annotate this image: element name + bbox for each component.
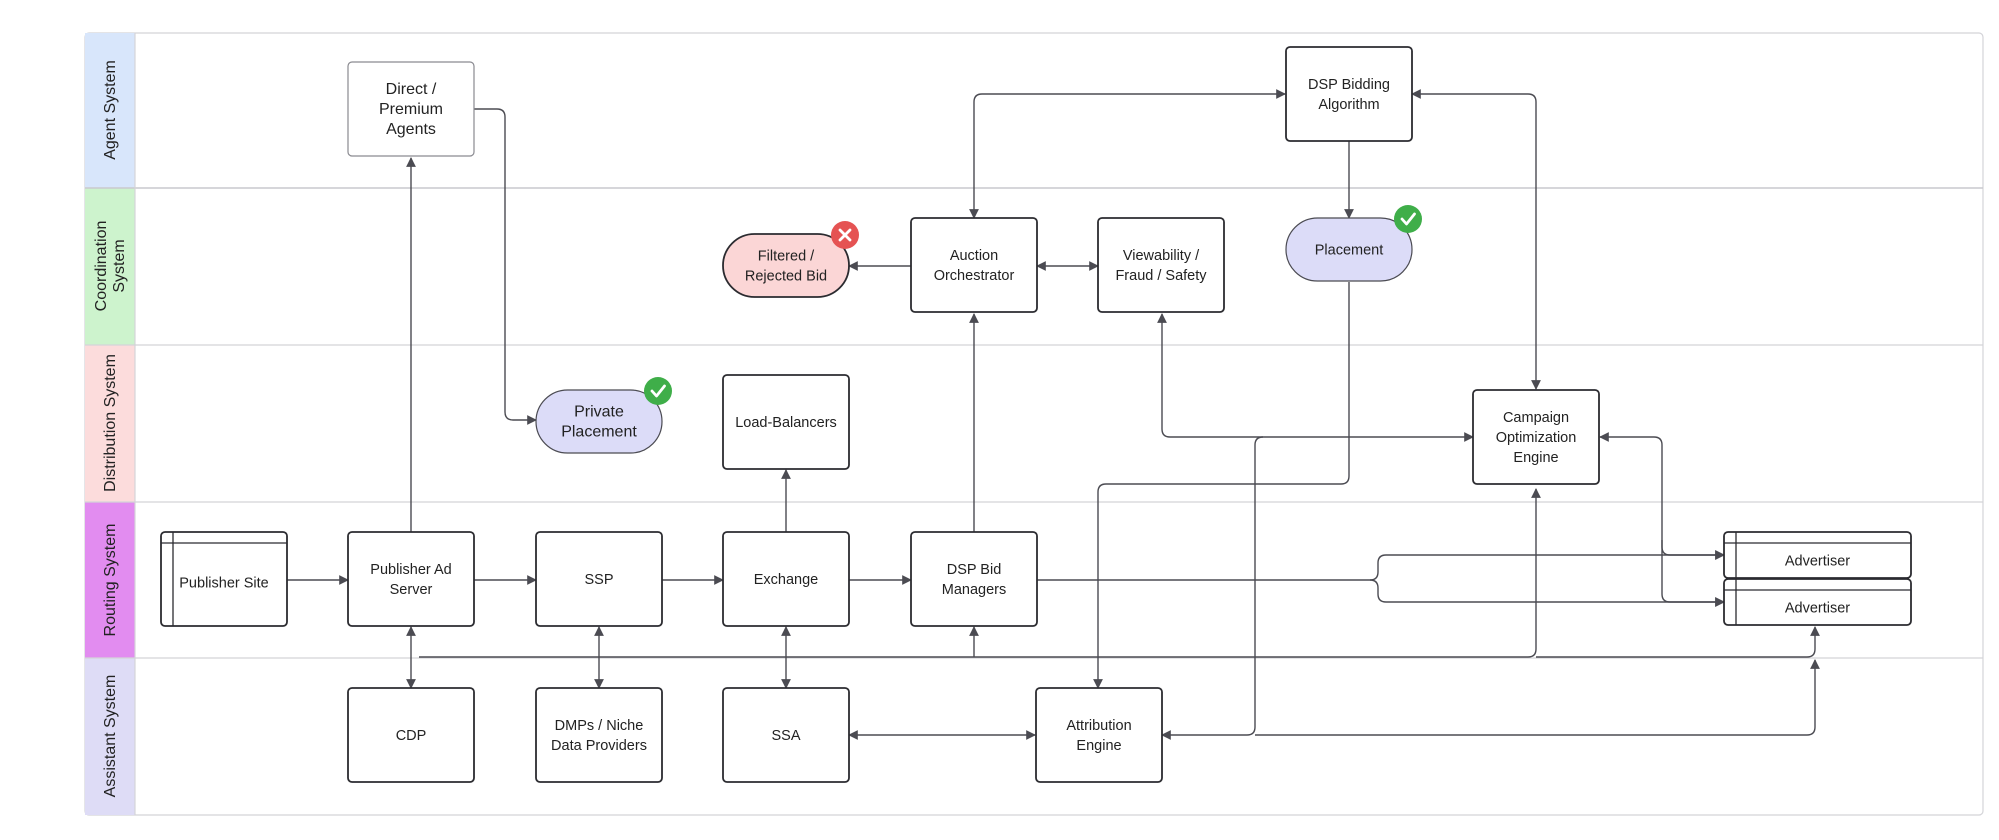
node-publisher-site[interactable]: Publisher Site	[160, 531, 288, 627]
node-shape	[1472, 389, 1600, 485]
node-label: Placement	[1315, 243, 1384, 259]
node-shape	[160, 531, 288, 627]
node-exchange[interactable]: Exchange	[722, 531, 850, 627]
node-advertiser-1[interactable]: Advertiser	[1723, 531, 1912, 579]
lane-label-routing: Routing System	[102, 524, 119, 637]
lane-header-assistant	[85, 658, 135, 815]
edge-bus-to-advertiser-2	[1536, 626, 1820, 658]
edge-viewability-to-campaign	[1157, 313, 1474, 442]
edge-placement-to-attribution	[1093, 282, 1350, 689]
node-label: Advertiser	[1785, 554, 1850, 570]
lane-header-distribution	[85, 345, 135, 502]
error-icon	[831, 221, 859, 249]
node-label: Exchange	[754, 572, 819, 588]
node-shape	[1285, 46, 1413, 142]
node-shape	[535, 687, 663, 783]
lane-header-coordination	[85, 188, 135, 345]
node-cdp[interactable]: CDP	[347, 687, 475, 783]
lane-header-agent	[85, 33, 135, 188]
lane-headers	[85, 33, 135, 815]
node-shape	[722, 687, 850, 783]
node-label: Filtered /Rejected Bid	[745, 249, 827, 285]
node-shape	[535, 389, 663, 454]
node-shape	[347, 531, 475, 627]
node-placement[interactable]: Placement	[1285, 205, 1422, 282]
node-ssp[interactable]: SSP	[535, 531, 663, 627]
check-icon	[1394, 205, 1422, 233]
edge-dsp-to-advertiser-2	[1369, 579, 1725, 607]
edge-shared-bus	[419, 488, 1541, 658]
node-label: SSA	[771, 728, 800, 744]
edge-attribution-to-campaign	[1161, 436, 1264, 740]
edge-auction-to-dsp-algorithm	[969, 89, 1286, 219]
lane-dividers	[85, 33, 1983, 815]
node-label: SSP	[584, 572, 613, 588]
lane-header-routing	[85, 502, 135, 658]
node-filtered-rejected-bid[interactable]: Filtered /Rejected Bid	[722, 221, 859, 298]
node-viewability[interactable]: Viewability /Fraud / Safety	[1097, 217, 1225, 313]
node-load-balancers[interactable]: Load-Balancers	[722, 374, 850, 470]
check-icon	[644, 377, 672, 405]
node-label: CDP	[396, 728, 427, 744]
node-shape	[722, 531, 850, 627]
edge-attribution-to-advertisers	[1255, 659, 1820, 736]
node-advertiser-2[interactable]: Advertiser	[1723, 578, 1912, 626]
node-shape	[1097, 217, 1225, 313]
lane-labels: Agent System CoordinationSystem Distribu…	[93, 60, 128, 797]
node-label: Load-Balancers	[735, 415, 837, 431]
node-shape	[535, 531, 663, 627]
lane-label-agent: Agent System	[102, 60, 119, 160]
node-label: Advertiser	[1785, 601, 1850, 617]
node-shape	[347, 687, 475, 783]
node-label: Publisher Site	[179, 576, 268, 592]
node-shape	[347, 61, 475, 157]
edge-dsp-algorithm-to-campaign	[1411, 89, 1541, 390]
node-shape	[722, 374, 850, 470]
node-shape	[722, 233, 850, 298]
node-shape	[1035, 687, 1163, 783]
node-ssa[interactable]: SSA	[722, 687, 850, 783]
connectors	[286, 89, 1820, 740]
node-shape	[1285, 217, 1413, 282]
node-shape	[910, 217, 1038, 313]
lane-label-coordination: CoordinationSystem	[93, 221, 128, 312]
lane-label-distribution: Distribution System	[102, 354, 119, 492]
edge-dsp-to-advertisers	[1037, 550, 1725, 581]
node-shape	[910, 531, 1038, 627]
edge-direct-agents-to-private-placement	[474, 108, 537, 425]
lane-label-assistant: Assistant System	[102, 675, 119, 798]
node-label: Viewability /Fraud / Safety	[1115, 248, 1207, 284]
